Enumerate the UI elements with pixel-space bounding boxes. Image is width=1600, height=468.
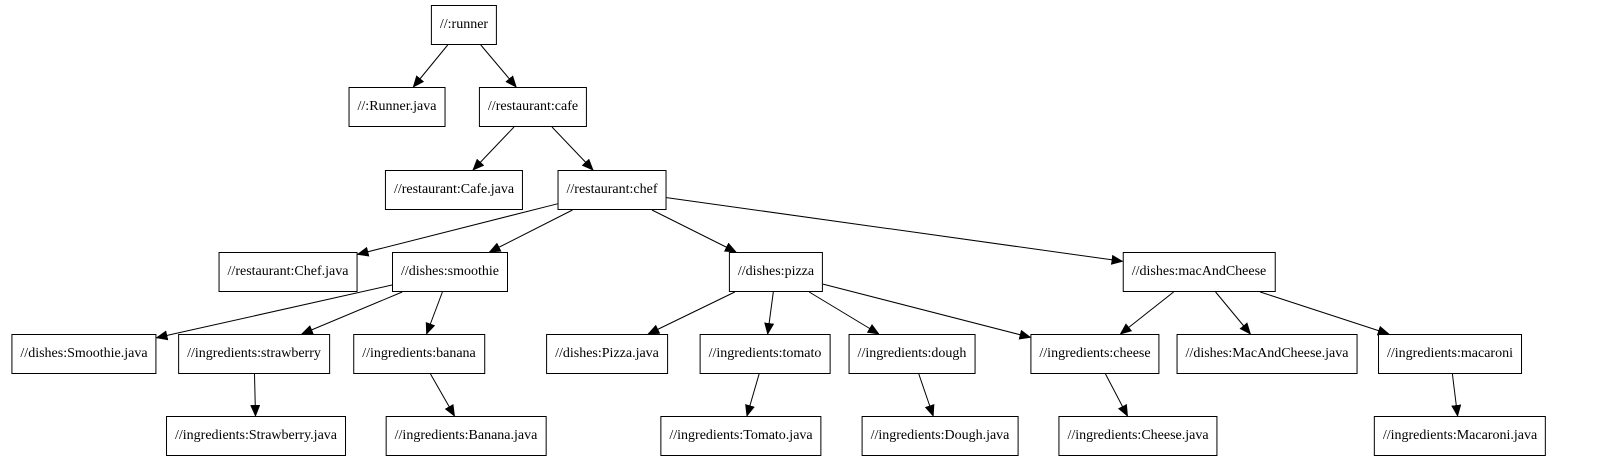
graph-node-macaroni: //ingredients:macaroni: [1378, 334, 1522, 374]
graph-node-chef: //restaurant:chef: [557, 170, 667, 210]
edge-strawberry-to-strawberry-java: [250, 373, 261, 417]
graph-node-cheese-java: //ingredients:Cheese.java: [1058, 416, 1218, 456]
edge-macandcheese-to-macandcheese-java: [1215, 291, 1252, 335]
graph-node-strawberry: //ingredients:strawberry: [178, 334, 330, 374]
graph-node-dough: //ingredients:dough: [848, 334, 976, 374]
edge-pizza-to-cheese: [822, 283, 1032, 340]
edge-macaroni-to-macaroni-java: [1451, 373, 1462, 417]
graph-node-macandcheese: //dishes:macAndCheese: [1122, 252, 1276, 292]
graph-node-tomato: //ingredients:tomato: [699, 334, 831, 374]
edge-cheese-to-cheese-java: [1105, 373, 1128, 417]
graph-node-runner-java: //:Runner.java: [348, 87, 446, 127]
edge-runner-to-runner-java: [412, 44, 449, 88]
graph-node-smoothie-java: //dishes:Smoothie.java: [11, 334, 157, 374]
graph-node-cafe: //restaurant:cafe: [478, 87, 588, 127]
graph-node-tomato-java: //ingredients:Tomato.java: [660, 416, 822, 456]
edge-chef-to-chef-java: [356, 203, 558, 257]
graph-node-runner: //:runner: [430, 5, 498, 45]
graph-node-cafe-java: //restaurant:Cafe.java: [384, 170, 524, 210]
edge-runner-to-cafe: [480, 44, 517, 88]
graph-node-macaroni-java: //ingredients:Macaroni.java: [1373, 416, 1547, 456]
edge-cafe-to-chef: [551, 126, 594, 171]
edge-chef-to-smoothie: [488, 209, 573, 253]
edge-smoothie-to-smoothie-java: [155, 284, 393, 341]
edge-smoothie-to-strawberry: [300, 291, 403, 335]
graph-node-strawberry-java: //ingredients:Strawberry.java: [166, 416, 346, 456]
edge-smoothie-to-banana: [425, 291, 443, 335]
edge-macandcheese-to-macaroni: [1260, 291, 1390, 336]
graph-node-dough-java: //ingredients:Dough.java: [861, 416, 1019, 456]
graph-node-pizza-java: //dishes:Pizza.java: [546, 334, 668, 374]
graph-node-macandcheese-java: //dishes:MacAndCheese.java: [1176, 334, 1358, 374]
graph-node-cheese: //ingredients:cheese: [1030, 334, 1160, 374]
graph-node-chef-java: //restaurant:Chef.java: [218, 252, 358, 292]
edge-cafe-to-cafe-java: [472, 126, 515, 171]
edge-macandcheese-to-cheese: [1119, 291, 1174, 335]
edge-pizza-to-pizza-java: [647, 291, 736, 335]
graph-node-banana: //ingredients:banana: [353, 334, 485, 374]
graph-node-banana-java: //ingredients:Banana.java: [385, 416, 547, 456]
edge-banana-to-banana-java: [430, 373, 455, 417]
edge-dough-to-dough-java: [918, 373, 935, 417]
graph-node-smoothie: //dishes:smoothie: [392, 252, 508, 292]
graph-node-pizza: //dishes:pizza: [728, 252, 824, 292]
edge-chef-to-pizza: [651, 209, 737, 253]
edge-pizza-to-tomato: [764, 291, 775, 335]
edge-tomato-to-tomato-java: [745, 373, 760, 417]
edge-pizza-to-dough: [808, 291, 880, 335]
